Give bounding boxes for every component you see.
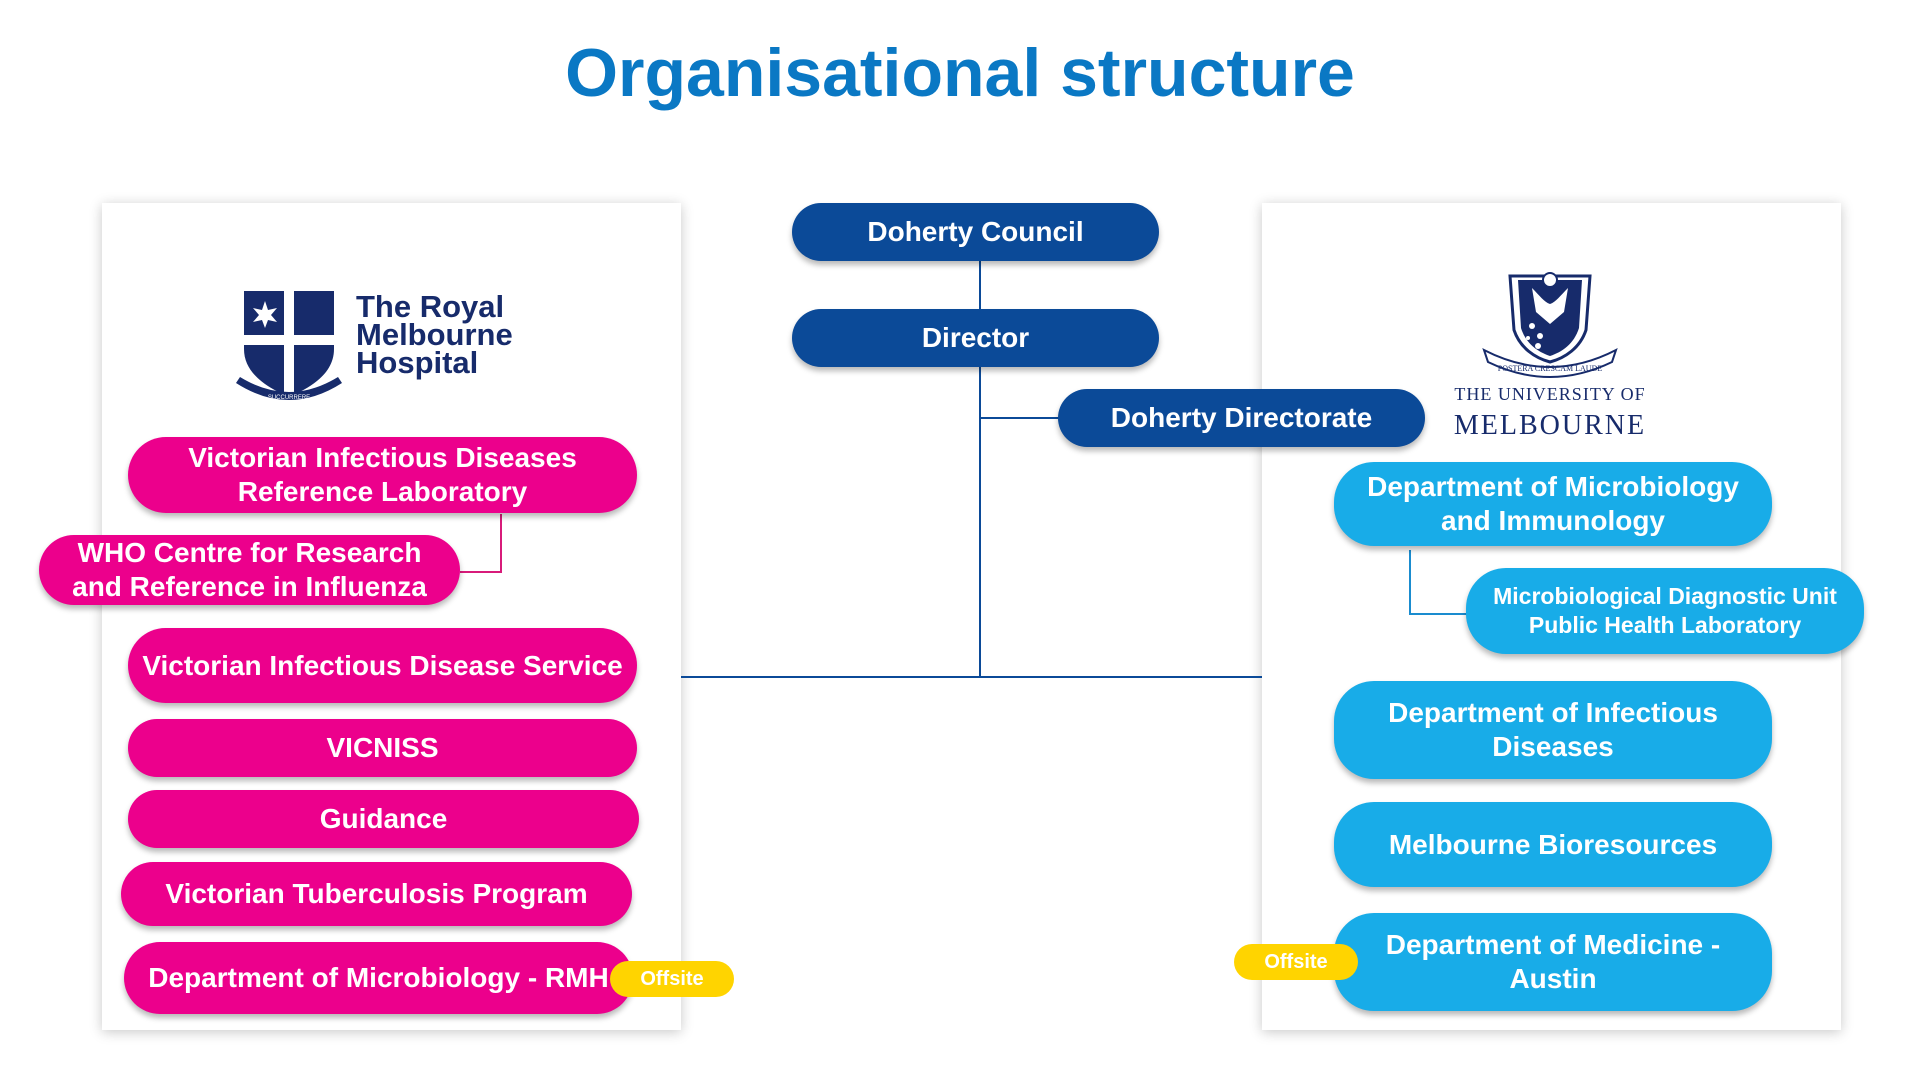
- connector-vidrl-who-h: [460, 571, 502, 573]
- page-title: Organisational structure: [565, 35, 1355, 111]
- unimelb-logo-line-1: THE UNIVERSITY OF: [1454, 384, 1646, 404]
- connector-horizontal-bus: [681, 676, 1262, 678]
- connector-micro-mdu: [1409, 550, 1411, 615]
- offsite-badge-left: Offsite: [610, 961, 734, 997]
- offsite-badge-right: Offsite: [1234, 944, 1358, 980]
- rmh-logo-line-2: Melbourne: [356, 317, 513, 352]
- node-dept-microbiology-immunology: Department of Microbiology and Immunolog…: [1334, 462, 1772, 546]
- connector-director-trunk: [979, 366, 981, 678]
- unimelb-logo: POSTERA CRESCAM LAUDE THE UNIVERSITY OF …: [1440, 262, 1660, 452]
- node-dept-microbiology-rmh: Department of Microbiology - RMH: [124, 942, 633, 1014]
- unimelb-crest-icon: POSTERA CRESCAM LAUDE: [1482, 272, 1618, 378]
- node-mdu-phl: Microbiological Diagnostic Unit Public H…: [1466, 568, 1864, 654]
- node-guidance: Guidance: [128, 790, 639, 848]
- connector-micro-mdu-h: [1409, 613, 1474, 615]
- rmh-logo-line-3: Hospital: [356, 345, 479, 380]
- node-vids: Victorian Infectious Disease Service: [128, 628, 637, 703]
- svg-text:POSTERA CRESCAM LAUDE: POSTERA CRESCAM LAUDE: [1498, 364, 1603, 373]
- svg-text:SUCCURRERE: SUCCURRERE: [268, 395, 310, 401]
- director-node: Director: [792, 309, 1159, 367]
- unimelb-logo-line-2: MELBOURNE: [1453, 410, 1647, 441]
- doherty-directorate-node: Doherty Directorate: [1058, 389, 1425, 447]
- connector-council-director: [979, 260, 981, 310]
- connector-directorate: [979, 417, 1059, 419]
- node-vicniss: VICNISS: [128, 719, 637, 777]
- node-dept-infectious-diseases: Department of Infectious Diseases: [1334, 681, 1772, 779]
- connector-vidrl-who: [500, 514, 502, 573]
- node-dept-medicine-austin: Department of Medicine - Austin: [1334, 913, 1772, 1011]
- node-melbourne-bioresources: Melbourne Bioresources: [1334, 802, 1772, 887]
- node-vidrl: Victorian Infectious Diseases Reference …: [128, 437, 637, 513]
- doherty-council-node: Doherty Council: [792, 203, 1159, 261]
- node-who-centre: WHO Centre for Research and Reference in…: [39, 535, 460, 605]
- rmh-logo-line-1: The Royal: [356, 289, 505, 324]
- rmh-shield-icon: SUCCURRERE: [236, 291, 342, 401]
- node-vtp: Victorian Tuberculosis Program: [121, 862, 632, 926]
- rmh-logo: SUCCURRERE The Royal Melbourne Hospital: [234, 287, 524, 407]
